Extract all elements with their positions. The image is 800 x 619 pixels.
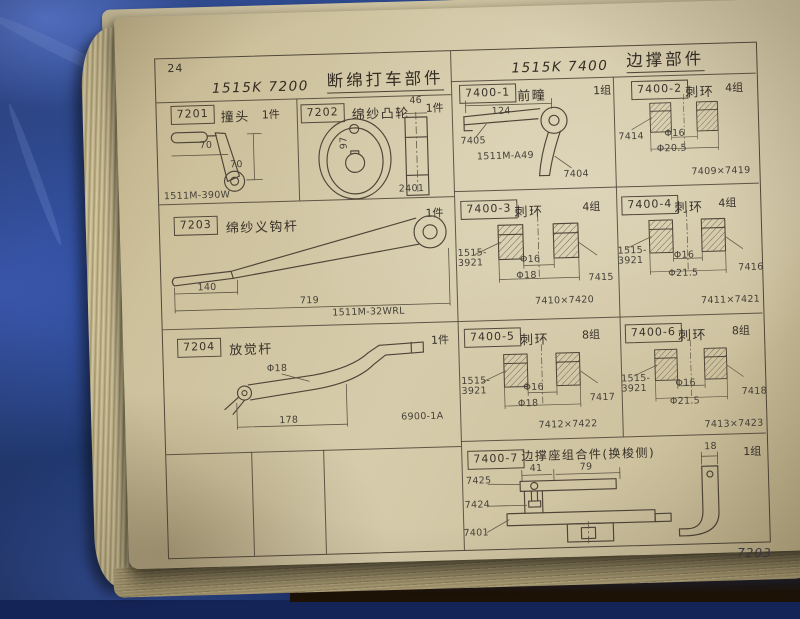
dia-inner-label: Φ16 <box>675 378 696 389</box>
part-label: 7414 <box>618 132 644 143</box>
part-label: 7415 <box>588 273 614 284</box>
drawing-sheet: 24 1515K 7200 断绵打车部件 1515K 7400 边撑部件 <box>154 42 771 560</box>
cell-7400-5: 7400-5 刺环 8组 15 <box>458 317 623 441</box>
part-quantity: 1件 <box>261 106 279 122</box>
part-ref: 7411×7421 <box>701 295 760 307</box>
part-ref: 7409×7419 <box>691 166 750 178</box>
part-label: 7424 <box>465 500 491 511</box>
part-label: 7404 <box>563 169 589 180</box>
open-book: 24 1515K 7200 断绵打车部件 1515K 7400 边撑部件 <box>62 0 800 619</box>
left-section-header: 1515K 7200 断绵打车部件 <box>211 64 443 96</box>
part-ref: 7412×7422 <box>538 419 597 431</box>
crank-handle-drawing <box>165 123 293 198</box>
dim-label: 46 <box>409 96 422 107</box>
part-label: 1515-3921 <box>458 248 495 270</box>
dim-label: 124 <box>492 107 511 118</box>
part-ref: 1511M-390W <box>164 190 231 202</box>
dia-label: Φ18 <box>267 364 288 375</box>
cell-7400-4: 7400-4 刺环 4组 15 <box>616 183 763 317</box>
part-label: 1515-3921 <box>461 376 498 398</box>
part-ref: 6900-1A <box>401 412 444 424</box>
book-page: 24 1515K 7200 断绵打车部件 1515K 7400 边撑部件 <box>114 0 800 569</box>
cell-7400-2: 7400-2 刺环 4组 7414 <box>613 73 759 187</box>
grid-line <box>251 452 255 556</box>
part-label: 7418 <box>742 386 768 397</box>
dim-label: 70 <box>199 141 212 152</box>
dim-label: 719 <box>300 296 319 307</box>
hook-lever-drawing <box>159 196 457 329</box>
dim-label: 18 <box>704 442 717 453</box>
dia-outer-label: Φ18 <box>516 271 537 282</box>
part-ref: 1511M-A49 <box>477 151 534 163</box>
page-number: 24 <box>167 62 183 75</box>
left-model-number: 1515K 7200 <box>212 78 309 97</box>
dim-label: 178 <box>279 416 298 427</box>
part-label: 7417 <box>590 393 616 404</box>
part-label: 7401 <box>463 528 489 539</box>
part-name: 撞头 <box>220 106 250 126</box>
cell-7400-7: 7400-7 边撑座组合件(换梭侧) 1组 <box>461 433 769 548</box>
part-ref: 7410×7420 <box>535 295 594 307</box>
cell-7204: 7204 放觉杆 1件 Φ18 17 <box>163 321 461 454</box>
cam-drawing <box>297 110 454 200</box>
tarp-fold <box>5 102 65 246</box>
grid-line <box>323 450 327 554</box>
right-section-header: 1515K 7400 边撑部件 <box>511 45 705 76</box>
cell-7400-1: 7400-1 前疃 1组 <box>451 77 616 191</box>
dia-outer-label: Φ18 <box>518 399 539 410</box>
dim-label: 41 <box>530 464 543 475</box>
cell-7203: 7203 绵纱义钩杆 1件 140 719 <box>159 196 457 329</box>
cell-7201: 7201 撞头 1件 70 70 1511M-390W <box>156 98 299 204</box>
right-model-number: 1515K 7400 <box>511 58 608 77</box>
dim-label: 97 <box>339 136 350 149</box>
dia-inner-label: Φ16 <box>523 383 544 394</box>
dia-outer-label: Φ21.5 <box>670 396 700 407</box>
dim-label: 70 <box>230 160 243 171</box>
part-label: 7425 <box>466 476 492 487</box>
part-label: 1515-3921 <box>618 246 655 268</box>
part-label: 7416 <box>738 263 764 274</box>
front-lever-drawing <box>451 77 616 191</box>
part-ref: 7413×7423 <box>704 419 763 431</box>
part-ref: 2401 <box>399 184 425 195</box>
part-number-box: 7201 <box>170 105 215 125</box>
bent-rod-drawing <box>163 321 461 454</box>
dia-inner-label: Φ16 <box>674 250 695 261</box>
handwritten-corner-mark: 7203 <box>737 546 772 560</box>
part-quantity: 8组 <box>732 322 750 338</box>
left-section-title: 断绵打车部件 <box>326 64 444 93</box>
dim-label: 79 <box>580 462 593 473</box>
part-quantity: 8组 <box>582 326 600 342</box>
bracket-assembly-drawing <box>461 433 769 548</box>
part-label: 1515-3921 <box>621 374 658 396</box>
cell-7202: 7202 绵纱凸轮 1件 97 46 2401 <box>296 94 454 200</box>
cell-7400-6: 7400-6 刺环 8组 15 <box>619 313 765 437</box>
dia-inner-label: Φ16 <box>664 129 685 140</box>
dim-label: 140 <box>197 283 216 294</box>
dia-outer-label: Φ20.5 <box>657 144 687 155</box>
part-label: 7405 <box>460 136 486 147</box>
dia-outer-label: Φ21.5 <box>668 268 698 279</box>
right-section-title: 边撑部件 <box>626 45 705 73</box>
cell-7400-3: 7400-3 刺环 4组 15 <box>454 187 620 321</box>
part-ref: 1511M-32WRL <box>332 307 405 319</box>
dia-inner-label: Φ16 <box>520 255 541 266</box>
